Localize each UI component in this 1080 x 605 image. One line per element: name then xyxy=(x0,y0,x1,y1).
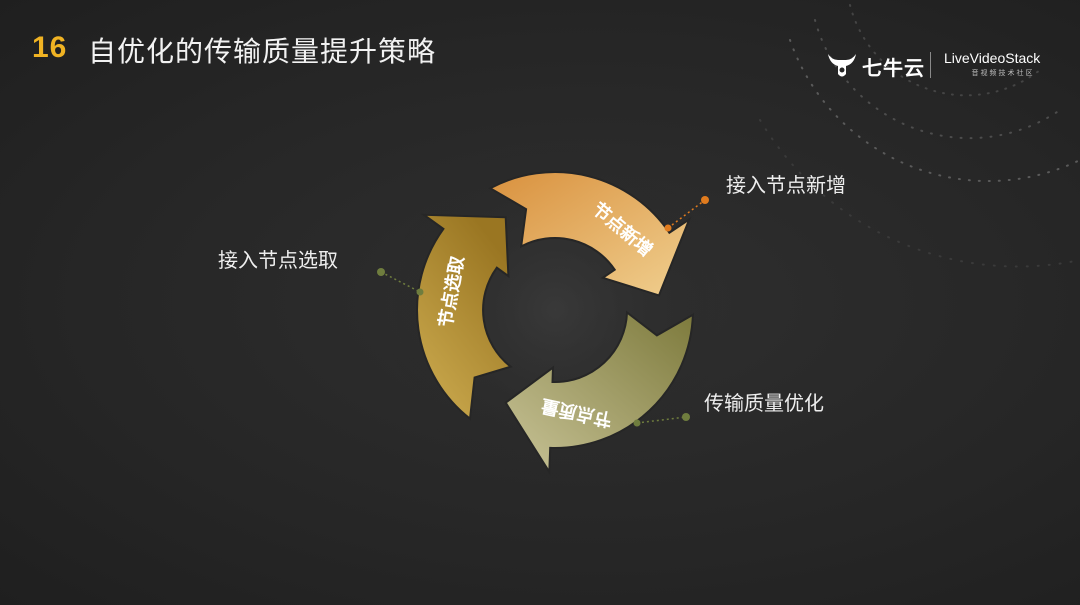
callout-endpoint-add xyxy=(701,196,709,204)
callout-node-select: 接入节点选取 xyxy=(218,248,338,272)
segment-node-add-arrow xyxy=(488,171,692,297)
callout-endpoint-optimize xyxy=(682,413,690,421)
logo-divider xyxy=(930,52,931,78)
callout-dot-select xyxy=(377,268,385,276)
segment-node-quality-arrow xyxy=(504,310,694,476)
partner-logo-text: LiveVideoStack xyxy=(944,50,1041,66)
segment-node-select-arrow xyxy=(416,213,513,421)
callout-quality-optimize: 传输质量优化 xyxy=(704,391,824,415)
logo-area: 七牛云 LiveVideoStack 音视频技术社区 xyxy=(826,48,1066,88)
decorative-dot-arcs xyxy=(759,4,1080,268)
callout-endpoint-select xyxy=(416,288,424,296)
callout-dot-add xyxy=(664,224,672,232)
brand-name: 七牛云 xyxy=(862,56,925,80)
page-number: 16 xyxy=(32,31,68,64)
callout-line-optimize xyxy=(636,416,687,424)
page-title: 自优化的传输质量提升策略 xyxy=(88,35,437,68)
callout-line-select xyxy=(380,271,421,293)
callout-dot-optimize xyxy=(633,419,641,427)
partner-logo-subtitle: 音视频技术社区 xyxy=(971,69,1035,77)
bull-head-icon xyxy=(828,54,856,77)
callout-node-add: 接入节点新增 xyxy=(726,173,846,197)
